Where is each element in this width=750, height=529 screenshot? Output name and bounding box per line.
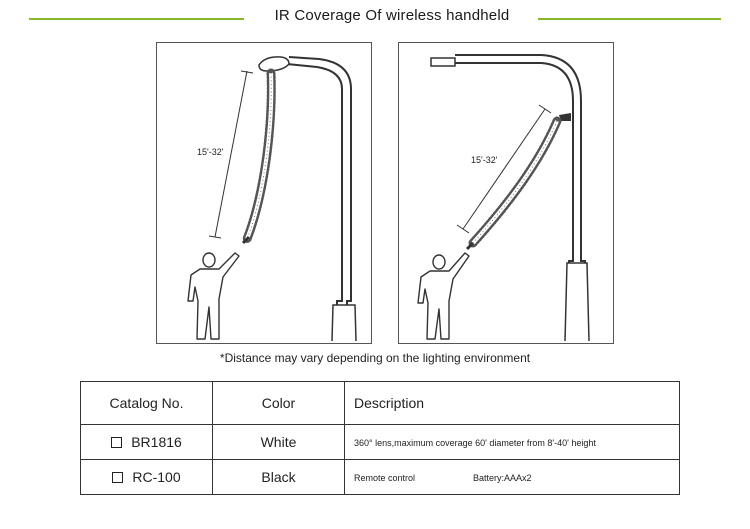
catalog-number: BR1816 — [131, 434, 182, 450]
distance-label-2: 15'-32' — [471, 155, 498, 165]
description-cell: 360° lens,maximum coverage 60' diameter … — [344, 424, 680, 460]
battery-text: Battery:AAAx2 — [473, 473, 532, 483]
catalog-cell: RC-100 — [80, 459, 213, 495]
description-cell: Remote control Battery:AAAx2 — [344, 459, 680, 495]
header-catalog: Catalog No. — [80, 381, 213, 425]
color-cell: White — [212, 424, 345, 460]
catalog-number: RC-100 — [132, 469, 181, 485]
hook-pole-illustration: 15'-32' — [417, 54, 590, 342]
table-row: RC-100 Black Remote control Battery:AAAx2 — [80, 459, 680, 495]
curved-pole-illustration: 15'-32' — [187, 56, 357, 342]
distance-note: *Distance may vary depending on the ligh… — [219, 351, 531, 365]
description-text: Remote control — [354, 473, 416, 483]
title-row: IR Coverage Of wireless handheld — [0, 6, 750, 30]
distance-label-1: 15'-32' — [197, 147, 224, 157]
title-rule-left — [29, 18, 244, 20]
title-rule-right — [538, 18, 721, 20]
description-text: 360° lens,maximum coverage 60' diameter … — [354, 438, 596, 448]
select-checkbox[interactable] — [112, 471, 124, 483]
color-cell: Black — [212, 459, 345, 495]
catalog-cell: BR1816 — [80, 424, 213, 460]
table-header-row: Catalog No. Color Description — [80, 381, 680, 425]
catalog-table: Catalog No. Color Description BR1816 Whi… — [80, 381, 680, 495]
table-row: BR1816 White 360° lens,maximum coverage … — [80, 424, 680, 460]
header-description: Description — [344, 381, 680, 425]
diagram-hook-pole: 15'-32' — [398, 42, 614, 344]
diagram-curved-pole: 15'-32' — [156, 42, 372, 344]
page-title: IR Coverage Of wireless handheld — [274, 7, 510, 24]
select-checkbox[interactable] — [111, 436, 123, 448]
header-color: Color — [212, 381, 345, 425]
